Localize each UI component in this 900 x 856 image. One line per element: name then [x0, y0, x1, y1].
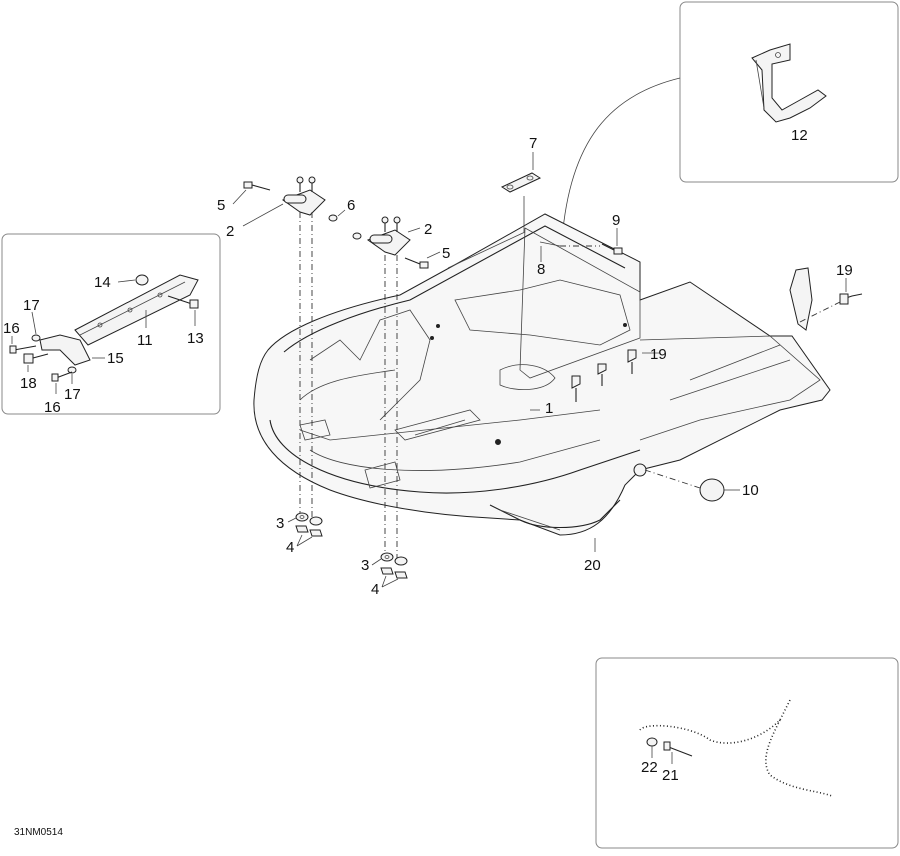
callout-16b: 16 — [44, 399, 61, 416]
callout-11: 11 — [137, 332, 153, 349]
leader-14 — [117, 279, 136, 283]
leader-4b — [381, 575, 399, 588]
part-washer-14 — [135, 274, 149, 286]
part-washer-22 — [646, 737, 658, 747]
part-bolt-13 — [167, 295, 199, 309]
leader-5b — [426, 251, 441, 259]
callout-19b: 19 — [650, 346, 667, 363]
part-washer-17b — [67, 366, 77, 374]
part-bolt-5-right — [404, 257, 429, 269]
part-washer-6a — [328, 214, 338, 222]
callout-5b: 5 — [442, 245, 450, 262]
callout-16a: 16 — [3, 320, 20, 337]
part-screw-8 — [539, 241, 561, 247]
part-bolt-16-lower — [51, 371, 73, 382]
part-washer-6b — [352, 232, 362, 240]
part-screw-21 — [663, 741, 693, 757]
callout-8: 8 — [537, 261, 545, 278]
callout-17a: 17 — [23, 297, 40, 314]
part-bolt-5-left — [243, 181, 271, 191]
callout-7: 7 — [529, 135, 537, 152]
part-plate-7 — [500, 172, 542, 193]
callout-17b: 17 — [64, 386, 81, 403]
part-bolt-9 — [601, 243, 623, 255]
part-bracket-12 — [751, 43, 827, 123]
callout-15: 15 — [107, 350, 124, 367]
leader-17a — [31, 311, 37, 335]
part-bolt-18 — [23, 353, 49, 364]
part-bracket-15 — [39, 334, 91, 366]
part-bolt-16-upper — [9, 345, 37, 354]
detail-box-bracket — [679, 1, 899, 183]
callout-20: 20 — [584, 557, 601, 574]
callout-6: 6 — [347, 197, 355, 214]
hull-body — [253, 213, 831, 536]
cable-dotted — [639, 699, 833, 797]
part-cap-10 — [699, 478, 725, 502]
callout-22: 22 — [641, 759, 658, 776]
part-support-11 — [74, 274, 199, 346]
axis-19 — [799, 301, 841, 323]
leader-6 — [337, 209, 346, 217]
figure-code: 31NM0514 — [14, 827, 63, 838]
callout-4a: 4 — [286, 539, 294, 556]
leader-2a — [242, 203, 284, 227]
leader-3b — [371, 558, 382, 566]
callout-18: 18 — [20, 375, 37, 392]
callout-14: 14 — [94, 274, 111, 291]
callout-21: 21 — [662, 767, 679, 784]
detail-box-wiring — [595, 657, 899, 849]
part-rivet-19-group — [571, 349, 637, 402]
part-washers-nuts-left — [295, 512, 323, 537]
part-mount-left — [281, 176, 326, 216]
callout-3a: 3 — [276, 515, 284, 532]
callout-2a: 2 — [226, 223, 234, 240]
leader-3a — [287, 517, 297, 523]
callout-19a: 19 — [836, 262, 853, 279]
callout-9: 9 — [612, 212, 620, 229]
leader-2b — [407, 227, 421, 233]
axis-10 — [644, 469, 701, 489]
callout-5a: 5 — [217, 197, 225, 214]
part-washer-17a — [31, 334, 41, 342]
leader-5a — [232, 189, 247, 205]
leader-4a — [296, 534, 313, 547]
callout-2b: 2 — [424, 221, 432, 238]
part-rivet-19-rear — [839, 293, 863, 305]
callout-3b: 3 — [361, 557, 369, 574]
callout-4b: 4 — [371, 581, 379, 598]
callout-12: 12 — [791, 127, 808, 144]
part-washers-nuts-right — [380, 552, 408, 579]
part-mount-right — [366, 216, 411, 256]
drain-hole-marker — [495, 439, 501, 445]
leader-bracket-detail — [561, 77, 681, 440]
callout-13: 13 — [187, 330, 204, 347]
callout-1: 1 — [545, 400, 553, 417]
callout-10: 10 — [742, 482, 759, 499]
